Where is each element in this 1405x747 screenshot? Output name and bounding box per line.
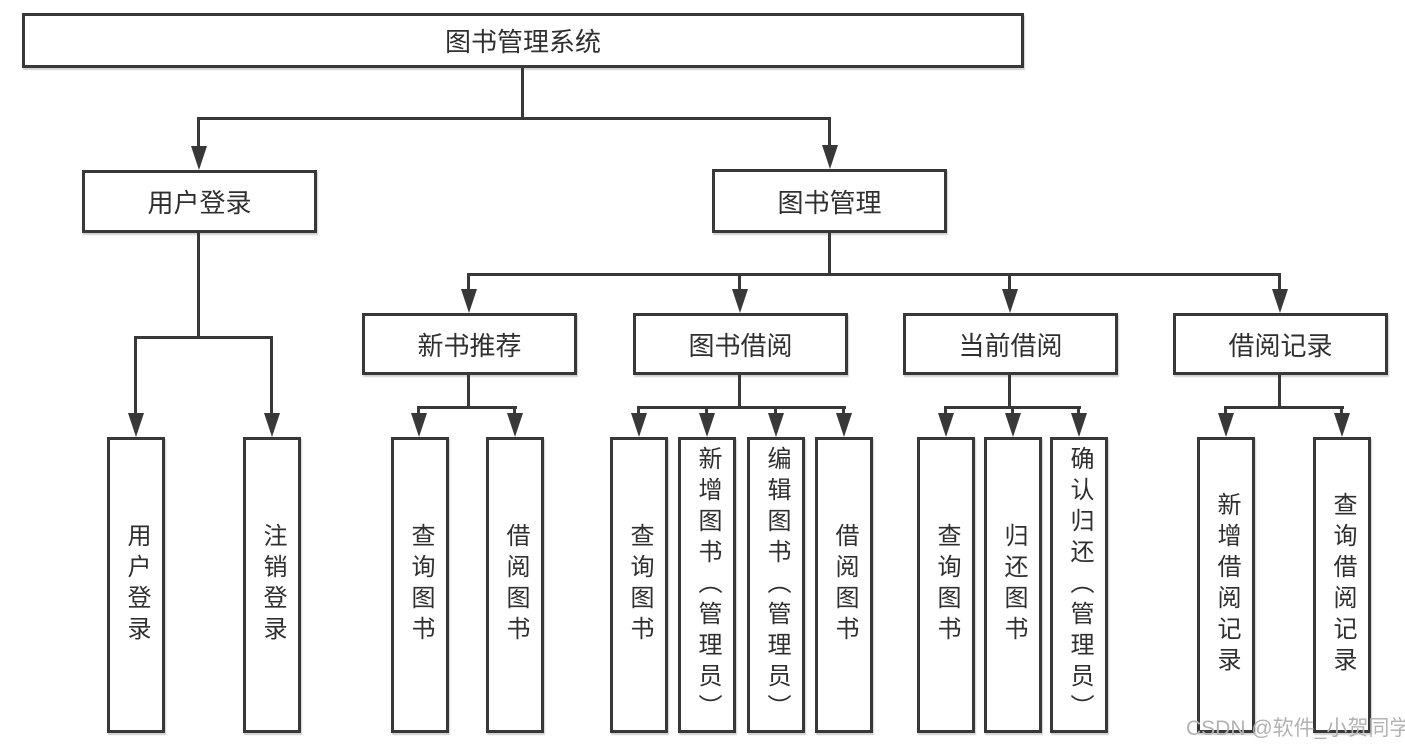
arrow-down-icon xyxy=(191,146,207,170)
arrow-down-icon xyxy=(836,413,852,437)
leaf-borrow-edit-book-admin: 编辑图书（管理员） xyxy=(747,437,805,733)
node-label: 新书推荐 xyxy=(417,330,522,361)
leaf-label: 查询图书 xyxy=(626,523,653,647)
connector-newrec-stem xyxy=(467,375,470,406)
connector-drop xyxy=(270,336,273,415)
arrow-down-icon xyxy=(1272,289,1288,313)
arrow-down-icon xyxy=(264,413,280,437)
leaf-label: 查询图书 xyxy=(407,523,434,647)
leaf-label: 新增图书（管理员） xyxy=(694,445,721,725)
connector-drop xyxy=(828,117,831,148)
connector-drop xyxy=(1008,273,1011,291)
connector-drop xyxy=(1278,273,1281,291)
leaf-label: 注销登录 xyxy=(259,523,286,647)
leaf-current-confirm-return-admin: 确认归还（管理员） xyxy=(1050,437,1108,733)
csdn-watermark: CSDN @软件_小贺同学 xyxy=(1186,717,1405,740)
connector-root-stem xyxy=(521,68,524,117)
arrow-down-icon xyxy=(1334,413,1350,437)
connector-currentborrow-stem xyxy=(1008,375,1011,406)
node-user-login: 用户登录 xyxy=(82,170,317,233)
node-label: 图书管理 xyxy=(777,187,882,218)
connector-bookborrow-stem xyxy=(738,375,741,406)
leaf-label: 查询图书 xyxy=(933,523,960,647)
connector-drop xyxy=(774,406,777,416)
node-new-book-recommend: 新书推荐 xyxy=(362,313,577,375)
node-book-borrow: 图书借阅 xyxy=(633,313,848,375)
leaf-current-return-book: 归还图书 xyxy=(984,437,1042,733)
arrow-down-icon xyxy=(699,413,715,437)
leaf-label: 编辑图书（管理员） xyxy=(763,445,790,725)
leaf-current-query-book: 查询图书 xyxy=(917,437,975,733)
connector-drop xyxy=(738,273,741,291)
leaf-logout: 注销登录 xyxy=(243,437,301,733)
connector-drop xyxy=(637,406,640,416)
leaf-borrow-borrow-book: 借阅图书 xyxy=(815,437,873,733)
leaf-label: 查询借阅记录 xyxy=(1329,492,1356,678)
connector-drop xyxy=(842,406,845,416)
connector-drop xyxy=(134,336,137,415)
connector-drop xyxy=(1077,406,1080,416)
arrow-down-icon xyxy=(411,413,427,437)
connector-newrec-bar xyxy=(417,406,517,409)
leaf-label: 用户登录 xyxy=(123,523,150,647)
connector-userlogin-bar xyxy=(134,336,273,339)
node-library-management-system: 图书管理系统 xyxy=(22,13,1024,68)
leaf-records-add-record: 新增借阅记录 xyxy=(1197,437,1255,733)
connector-userlogin-stem xyxy=(197,233,200,336)
connector-bookmgmt-stem xyxy=(828,233,831,273)
connector-drop xyxy=(1224,406,1227,416)
connector-drop xyxy=(1011,406,1014,416)
leaf-label: 借阅图书 xyxy=(502,523,529,647)
leaf-records-query-record: 查询借阅记录 xyxy=(1313,437,1371,733)
connector-borrowrecords-stem xyxy=(1278,375,1281,406)
arrow-down-icon xyxy=(1005,413,1021,437)
arrow-down-icon xyxy=(822,145,838,169)
connector-drop xyxy=(513,406,516,416)
connector-root-bar xyxy=(197,117,831,120)
node-label: 当前借阅 xyxy=(958,330,1063,361)
arrow-down-icon xyxy=(1002,289,1018,313)
connector-bookmgmt-bar xyxy=(467,273,1281,276)
connector-drop xyxy=(197,117,200,148)
arrow-down-icon xyxy=(1218,413,1234,437)
leaf-borrow-query-book: 查询图书 xyxy=(610,437,668,733)
leaf-newrec-borrow-book: 借阅图书 xyxy=(486,437,544,733)
connector-drop xyxy=(705,406,708,416)
node-label: 借阅记录 xyxy=(1228,330,1333,361)
leaf-newrec-query-book: 查询图书 xyxy=(391,437,449,733)
leaf-label: 归还图书 xyxy=(1000,523,1027,647)
arrow-down-icon xyxy=(631,413,647,437)
connector-borrowrecords-bar xyxy=(1224,406,1344,409)
arrow-down-icon xyxy=(732,289,748,313)
node-book-management: 图书管理 xyxy=(712,169,947,233)
leaf-user-login: 用户登录 xyxy=(107,437,165,733)
leaf-label: 借阅图书 xyxy=(831,523,858,647)
arrow-down-icon xyxy=(1071,413,1087,437)
arrow-down-icon xyxy=(128,413,144,437)
arrow-down-icon xyxy=(938,413,954,437)
leaf-borrow-add-book-admin: 新增图书（管理员） xyxy=(678,437,736,733)
arrow-down-icon xyxy=(768,413,784,437)
connector-drop xyxy=(944,406,947,416)
connector-drop xyxy=(417,406,420,416)
node-label: 图书借阅 xyxy=(688,330,793,361)
node-label: 用户登录 xyxy=(147,188,252,218)
node-current-borrow: 当前借阅 xyxy=(903,313,1118,375)
connector-drop xyxy=(467,273,470,291)
arrow-down-icon xyxy=(507,413,523,437)
connector-bookborrow-bar xyxy=(637,406,846,409)
leaf-label: 确认归还（管理员） xyxy=(1066,445,1093,725)
connector-drop xyxy=(1340,406,1343,416)
arrow-down-icon xyxy=(461,289,477,313)
node-borrow-records: 借阅记录 xyxy=(1173,313,1388,375)
node-label: 图书管理系统 xyxy=(444,27,601,57)
leaf-label: 新增借阅记录 xyxy=(1213,492,1240,678)
